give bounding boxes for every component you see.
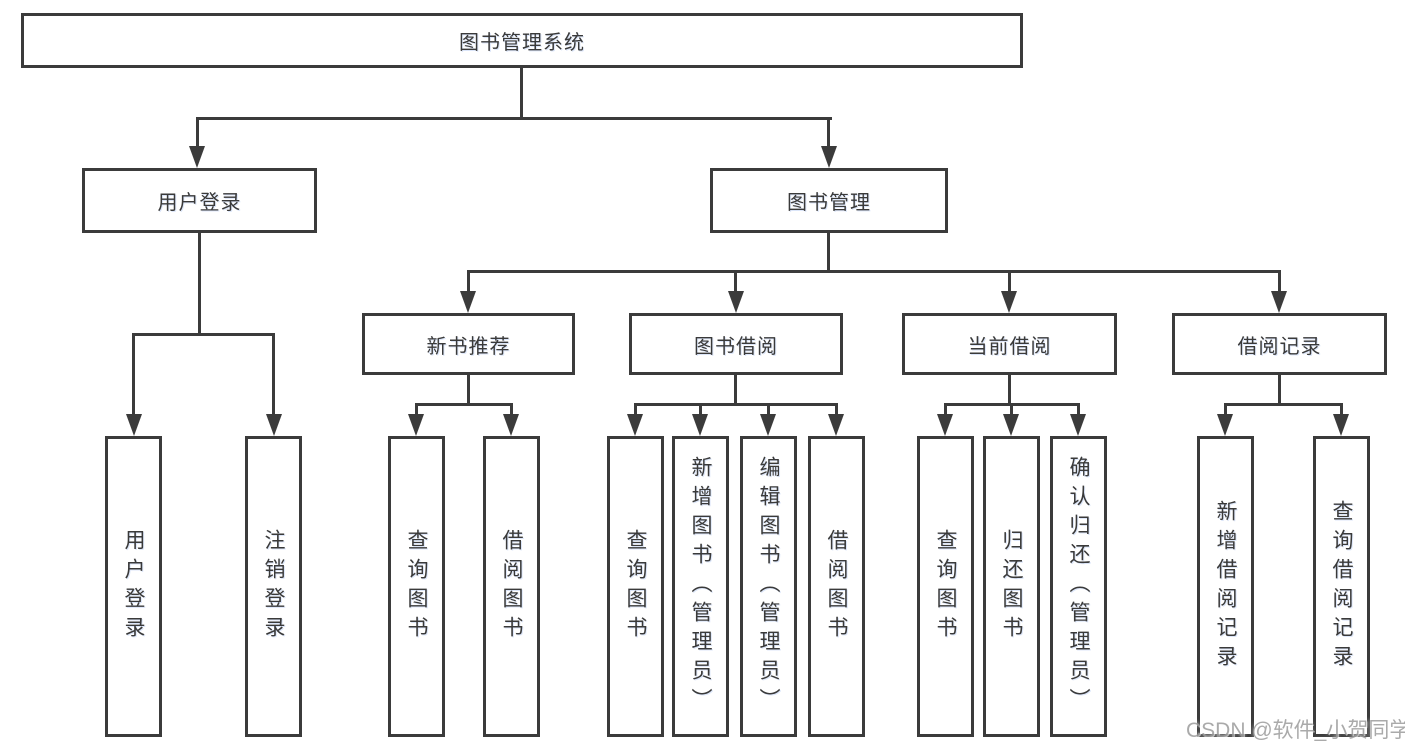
node-cb-return: 归还图书 [983, 436, 1040, 737]
arrowhead-down-icon [627, 414, 643, 436]
node-bb-edit-label: 编辑图书（管理员） [757, 456, 780, 717]
connector-line [1077, 403, 1080, 417]
connector-line [634, 403, 838, 406]
node-nbr-query-label: 查询图书 [405, 528, 428, 645]
connector-line [1224, 403, 1343, 406]
node-logout-label: 注销登录 [262, 528, 285, 645]
connector-line [272, 333, 275, 416]
node-cb-query-label: 查询图书 [934, 528, 957, 645]
connector-line [132, 333, 275, 336]
node-nbr-borrow: 借阅图书 [483, 436, 540, 737]
connector-line [734, 270, 737, 293]
node-borrow-records-label: 借阅记录 [1237, 335, 1322, 358]
csdn-watermark: CSDN @软件_小贺同学 [1186, 719, 1405, 742]
node-br-query-label: 查询借阅记录 [1330, 499, 1353, 674]
node-bb-query: 查询图书 [607, 436, 664, 737]
node-cb-confirm: 确认归还（管理员） [1050, 436, 1107, 737]
node-book-borrow-label: 图书借阅 [694, 335, 778, 358]
node-cb-confirm-label: 确认归还（管理员） [1067, 456, 1090, 717]
node-current-borrow: 当前借阅 [902, 313, 1117, 375]
arrowhead-down-icon [760, 414, 776, 436]
node-cb-query: 查询图书 [917, 436, 974, 737]
connector-line [510, 403, 513, 417]
arrowhead-down-icon [821, 146, 837, 168]
node-new-book-rec: 新书推荐 [362, 313, 575, 375]
arrowhead-down-icon [1001, 291, 1017, 313]
node-borrow-records: 借阅记录 [1172, 313, 1387, 375]
connector-line [415, 403, 513, 406]
node-new-book-rec-label: 新书推荐 [426, 335, 511, 358]
connector-line [1224, 403, 1227, 417]
arrowhead-down-icon [728, 291, 744, 313]
node-bb-query-label: 查询图书 [624, 528, 647, 645]
arrowhead-down-icon [1070, 414, 1086, 436]
arrowhead-down-icon [189, 146, 205, 168]
arrowhead-down-icon [126, 414, 142, 436]
connector-line [415, 403, 418, 417]
arrowhead-down-icon [460, 291, 476, 313]
connector-line [467, 375, 470, 406]
node-book-mgmt-branch-label: 图书管理 [787, 192, 871, 214]
node-nbr-borrow-label: 借阅图书 [500, 528, 523, 645]
connector-line [1008, 375, 1011, 406]
node-bb-edit: 编辑图书（管理员） [740, 436, 797, 737]
node-login: 用户登录 [105, 436, 162, 737]
node-nbr-query: 查询图书 [388, 436, 445, 737]
node-root-label: 图书管理系统 [459, 32, 585, 54]
arrowhead-down-icon [828, 414, 844, 436]
node-book-borrow: 图书借阅 [629, 313, 843, 375]
arrowhead-down-icon [503, 414, 519, 436]
connector-line [1008, 270, 1011, 293]
node-user-login-branch: 用户登录 [82, 168, 317, 233]
connector-line [1278, 270, 1281, 293]
node-login-label: 用户登录 [122, 528, 145, 645]
node-user-login-branch-label: 用户登录 [157, 192, 242, 214]
connector-line [634, 403, 637, 417]
arrowhead-down-icon [1333, 414, 1349, 436]
node-br-query: 查询借阅记录 [1313, 436, 1370, 737]
arrowhead-down-icon [692, 414, 708, 436]
connector-line [520, 68, 523, 119]
node-br-add: 新增借阅记录 [1197, 436, 1254, 737]
connector-line [467, 270, 470, 293]
connector-line [835, 403, 838, 417]
node-book-mgmt-branch: 图书管理 [710, 168, 948, 233]
arrowhead-down-icon [1271, 291, 1287, 313]
node-bb-add: 新增图书（管理员） [672, 436, 729, 737]
connector-line [1340, 403, 1343, 417]
arrowhead-down-icon [937, 414, 953, 436]
connector-line [734, 375, 737, 406]
connector-line [767, 403, 770, 417]
arrowhead-down-icon [408, 414, 424, 436]
connector-line [1278, 375, 1281, 406]
connector-line [132, 333, 135, 416]
node-root: 图书管理系统 [21, 13, 1023, 68]
node-bb-borrow-label: 借阅图书 [825, 528, 848, 645]
connector-line [196, 117, 832, 120]
connector-line [467, 270, 1281, 273]
connector-line [827, 233, 830, 273]
connector-line [944, 403, 947, 417]
connector-line [198, 233, 201, 336]
connector-line [196, 117, 199, 148]
arrowhead-down-icon [1217, 414, 1233, 436]
node-current-borrow-label: 当前借阅 [967, 335, 1052, 358]
connector-line [827, 117, 830, 148]
node-cb-return-label: 归还图书 [1000, 528, 1023, 645]
node-bb-add-label: 新增图书（管理员） [689, 456, 712, 717]
node-logout: 注销登录 [245, 436, 302, 737]
node-bb-borrow: 借阅图书 [808, 436, 865, 737]
node-br-add-label: 新增借阅记录 [1214, 499, 1237, 674]
connector-line [699, 403, 702, 417]
arrowhead-down-icon [1003, 414, 1019, 436]
arrowhead-down-icon [266, 414, 282, 436]
connector-line [1010, 403, 1013, 417]
